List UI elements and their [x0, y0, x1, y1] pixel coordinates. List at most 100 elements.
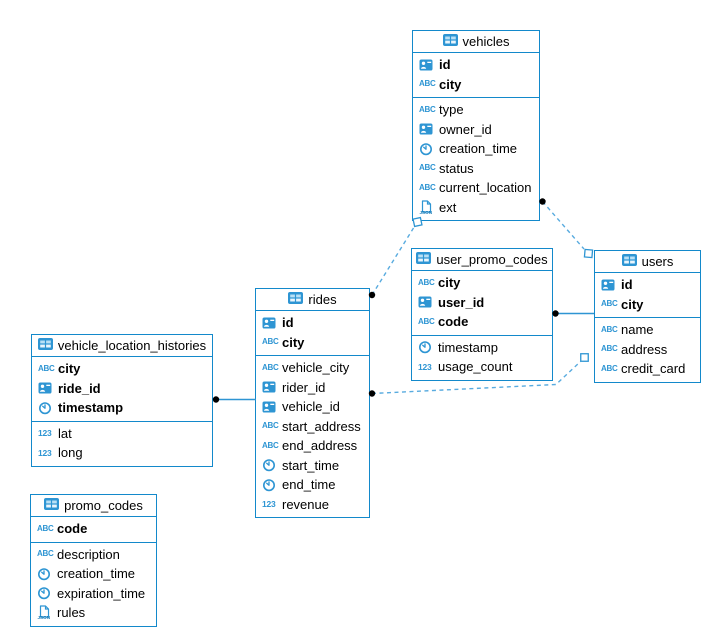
svg-text:JSON: JSON: [38, 615, 51, 620]
abc-text-icon: ABC: [262, 337, 279, 347]
column-name: creation_time: [439, 141, 518, 157]
clock-icon: [418, 340, 438, 354]
table-name: user_promo_codes: [436, 252, 548, 267]
column-name: credit_card: [621, 361, 686, 377]
abc-text-icon: ABC: [419, 104, 436, 114]
column-name: vehicle_city: [282, 360, 350, 376]
abc-text-icon: ABC: [37, 523, 54, 533]
id-badge-icon: [262, 381, 282, 393]
abc-text-icon: ABC: [262, 362, 279, 372]
table-header[interactable]: promo_codes: [31, 495, 156, 517]
child-end-marker: [212, 396, 220, 403]
column-name: status: [439, 160, 474, 176]
id-badge-icon: [601, 279, 621, 291]
column-name: type: [439, 102, 464, 118]
column-row-expiration_time[interactable]: expiration_time: [31, 584, 156, 604]
column-name: ride_id: [58, 380, 101, 396]
column-row-rider_id[interactable]: rider_id: [256, 378, 369, 398]
table-name: vehicle_location_histories: [57, 338, 207, 353]
parent-end-marker: [583, 248, 594, 259]
column-row-id[interactable]: id: [595, 275, 700, 295]
column-name: city: [439, 76, 462, 92]
column-name: address: [621, 341, 668, 357]
table-icon: [621, 254, 637, 269]
relation-vehicle-location-histories-rides[interactable]: [212, 396, 256, 403]
id-badge-icon: [419, 59, 439, 71]
column-name: rules: [57, 605, 86, 621]
table-header[interactable]: rides: [256, 289, 369, 311]
table-header[interactable]: vehicle_location_histories: [32, 335, 212, 357]
column-name: owner_id: [439, 121, 492, 137]
column-name: ext: [439, 199, 457, 215]
relation-user-promo-codes-users[interactable]: [552, 310, 594, 317]
column-row-owner_id[interactable]: owner_id: [413, 120, 539, 140]
column-name: code: [438, 314, 469, 330]
column-row-id[interactable]: id: [256, 313, 369, 333]
column-row-ride_id[interactable]: ride_id: [32, 379, 212, 399]
column-name: city: [58, 361, 81, 377]
column-row-end_time[interactable]: end_time: [256, 475, 369, 495]
column-name: creation_time: [57, 566, 136, 582]
column-row-vehicle_id[interactable]: vehicle_id: [256, 397, 369, 417]
abc-text-icon: ABC: [418, 277, 435, 287]
column-row-start_time[interactable]: start_time: [256, 456, 369, 476]
column-name: start_time: [282, 457, 340, 473]
clock-icon: [37, 586, 57, 600]
table-icon: [37, 338, 53, 353]
column-row-timestamp[interactable]: timestamp: [412, 338, 552, 358]
table-name: vehicles: [462, 34, 510, 49]
column-name: code: [57, 521, 88, 537]
clock-icon: [419, 142, 439, 156]
table-header[interactable]: user_promo_codes: [412, 249, 552, 271]
clock-icon: [262, 458, 282, 472]
column-row-creation_time[interactable]: creation_time: [31, 564, 156, 584]
column-row-id[interactable]: id: [413, 55, 539, 75]
id-badge-icon: [262, 317, 282, 329]
column-row-user_id[interactable]: user_id: [412, 293, 552, 313]
column-name: id: [282, 315, 294, 331]
table-header[interactable]: users: [595, 251, 700, 273]
table-header[interactable]: vehicles: [413, 31, 539, 53]
column-row-timestamp[interactable]: timestamp: [32, 398, 212, 418]
column-row-rules[interactable]: JSON rules: [31, 603, 156, 623]
child-end-marker: [552, 310, 559, 317]
abc-text-icon: ABC: [601, 344, 618, 354]
column-row-creation_time[interactable]: creation_time: [413, 139, 539, 159]
